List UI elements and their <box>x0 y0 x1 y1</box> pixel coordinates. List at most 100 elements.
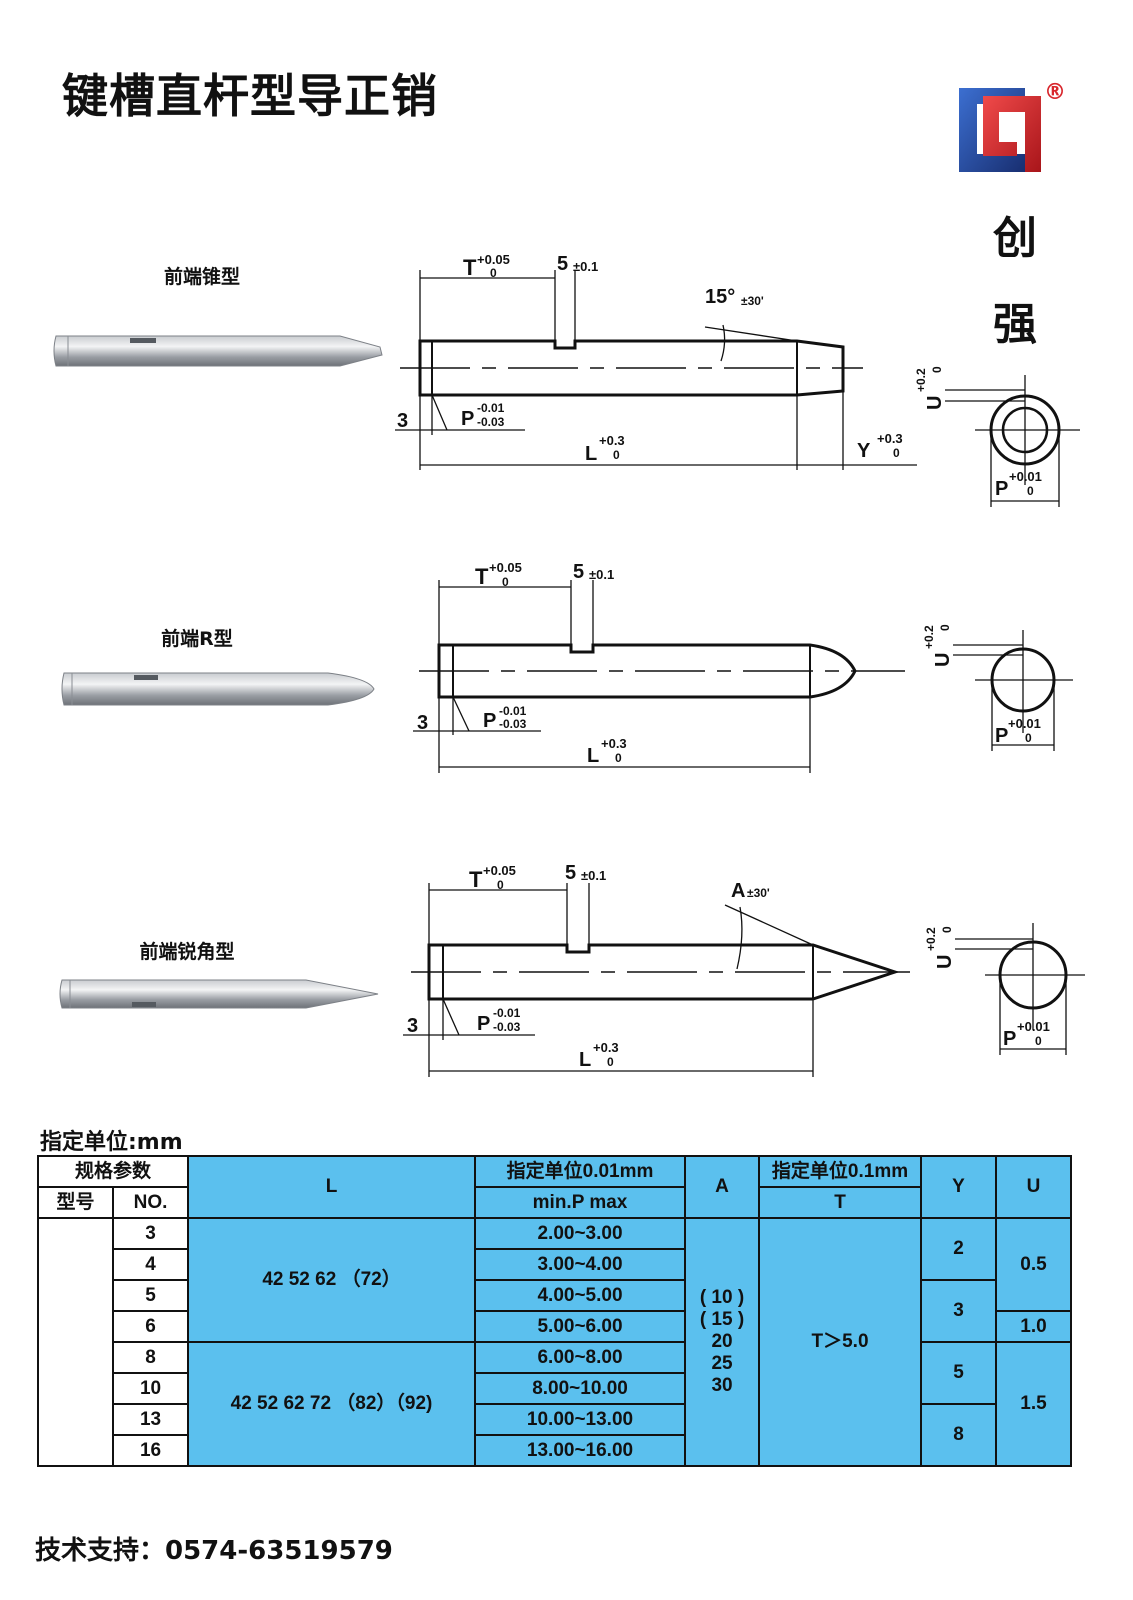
cell-Y: 8 <box>920 1403 998 1467</box>
variant-label-round: 前端R型 <box>161 628 233 650</box>
cell-P-range: 4.00~5.00 <box>474 1279 687 1312</box>
dim-T: T <box>469 867 483 892</box>
cell-A-value: ( 10 ) <box>699 1287 745 1309</box>
hdr-no: NO. <box>111 1186 190 1219</box>
dim-U-up: +0.2 <box>924 927 938 951</box>
dim-Pe-low: 0 <box>1027 484 1034 498</box>
drawing-round: T +0.05 0 5 ±0.1 3 P -0.01 -0.03 L +0.3 … <box>413 560 1073 773</box>
dim-P: P <box>477 1013 490 1035</box>
dim-U-up: +0.2 <box>914 368 928 392</box>
brand-logo <box>959 88 1041 172</box>
dim-slot-tol: ±0.1 <box>573 259 598 274</box>
dim-P-up: -0.01 <box>493 1006 521 1020</box>
cell-A-value: 20 <box>711 1331 733 1353</box>
dim-U: U <box>932 653 954 667</box>
pin-photo-round <box>61 672 375 706</box>
dim-L-low: 0 <box>607 1055 614 1069</box>
cell-L-group-2: 42 52 62 72 （82）（92) <box>187 1341 477 1467</box>
table-row: 4 3.00~4.00 <box>38 1248 1071 1281</box>
cell-Y: 2 <box>920 1217 998 1281</box>
dim-Pe: P <box>995 725 1008 747</box>
cell-A-value: 30 <box>711 1374 733 1396</box>
cell-P-range: 3.00~4.00 <box>474 1248 687 1281</box>
hdr-U: U <box>995 1155 1073 1219</box>
dim-Pe-up: +0.01 <box>1008 716 1041 731</box>
dim-T-low: 0 <box>490 266 497 280</box>
table-row: 5 4.00~5.00 3 <box>38 1279 1071 1343</box>
hdr-P: min.P max <box>474 1186 687 1219</box>
dim-T-low: 0 <box>497 878 504 892</box>
dim-P-up: -0.01 <box>477 401 505 415</box>
dim-Y-low: 0 <box>893 446 900 460</box>
cell-P-range: 13.00~16.00 <box>474 1434 687 1467</box>
dim-L: L <box>585 443 597 465</box>
dim-chamfer: 3 <box>397 410 408 432</box>
brand-char-2: 强 <box>993 299 1037 350</box>
page-title: 键槽直杆型导正销 <box>62 69 438 123</box>
cell-A-value: 25 <box>711 1352 733 1374</box>
dim-L: L <box>587 745 599 767</box>
hdr-T: T <box>758 1186 923 1219</box>
dim-U-low: 0 <box>940 926 954 933</box>
pin-photo-cone <box>53 335 383 367</box>
dim-chamfer: 3 <box>407 1015 418 1037</box>
dim-P: P <box>461 408 474 430</box>
dim-slot: 5 <box>557 253 568 275</box>
table-row: 3 42 52 62 （72） 2.00~3.00 ( 10 ) ( 15 ) … <box>37 1217 1073 1467</box>
hdr-L: L <box>187 1155 477 1219</box>
dim-Pe: P <box>1003 1028 1016 1050</box>
hdr-unit-001: 指定单位0.01mm <box>474 1155 687 1188</box>
table-row: 16 13.00~16.00 <box>38 1434 1071 1467</box>
dim-L-up: +0.3 <box>601 736 627 751</box>
cell-no: 5 <box>111 1279 190 1312</box>
dim-angle-tol: ±30' <box>747 886 770 900</box>
dim-angle-tol: ±30' <box>741 294 764 308</box>
table-header-row: 规格参数 L 指定单位0.01mm A 指定单位0.1mm Y U <box>36 1155 1073 1219</box>
cell-no: 6 <box>111 1310 190 1343</box>
hdr-unit-01: 指定单位0.1mm <box>758 1155 923 1188</box>
hdr-A: A <box>684 1155 761 1219</box>
dim-angle: A <box>731 880 745 902</box>
dim-P-low: -0.03 <box>499 717 527 731</box>
dim-Pe-up: +0.01 <box>1009 469 1042 484</box>
cell-Y: 3 <box>920 1279 998 1343</box>
dim-U: U <box>934 955 956 969</box>
registered-mark: ® <box>1044 80 1066 105</box>
dim-slot: 5 <box>565 862 576 884</box>
cell-L-group-1: 42 52 62 （72） <box>187 1217 477 1343</box>
table-row: 8 42 52 62 72 （82）（92) 6.00~8.00 5 1.5 <box>38 1341 1073 1467</box>
dim-T: T <box>475 564 489 589</box>
cell-no: 10 <box>111 1372 190 1405</box>
dim-T-low: 0 <box>502 575 509 589</box>
dim-U: U <box>924 396 946 410</box>
cell-T-value: T＞5.0 <box>758 1217 923 1467</box>
cell-no: 3 <box>111 1217 190 1250</box>
dim-slot: 5 <box>573 561 584 583</box>
dim-P-up: -0.01 <box>499 704 527 718</box>
brand-char-1: 创 <box>993 213 1037 264</box>
cell-U: 1.5 <box>995 1341 1073 1467</box>
variant-label-sharp: 前端锐角型 <box>139 941 235 963</box>
drawing-sharp: T +0.05 0 5 ±0.1 A ±30' 3 P -0.01 -0.03 … <box>403 862 1085 1077</box>
dim-slot-tol: ±0.1 <box>589 567 614 582</box>
dim-Pe-low: 0 <box>1035 1034 1042 1048</box>
dim-T: T <box>463 255 477 280</box>
dim-L-up: +0.3 <box>593 1040 619 1055</box>
drawing-cone: T +0.05 0 5 ±0.1 15° ±30' 3 P -0.01 -0.0… <box>395 252 1080 507</box>
table-header-row: 型号 NO. min.P max T <box>37 1186 1071 1219</box>
cell-P-range: 2.00~3.00 <box>474 1217 687 1250</box>
dim-L-up: +0.3 <box>599 433 625 448</box>
dim-slot-tol: ±0.1 <box>581 868 606 883</box>
dim-U-up: +0.2 <box>922 625 936 649</box>
dim-Pe-up: +0.01 <box>1017 1019 1050 1034</box>
dim-chamfer: 3 <box>417 712 428 734</box>
cell-U: 1.0 <box>995 1310 1073 1343</box>
variant-label-cone: 前端锥型 <box>163 266 240 288</box>
pin-photo-sharp <box>59 979 379 1009</box>
dim-L-low: 0 <box>615 751 622 765</box>
cell-no: 4 <box>111 1248 190 1281</box>
cell-no: 13 <box>111 1403 190 1436</box>
dim-T-up: +0.05 <box>483 863 516 878</box>
cell-Y: 5 <box>920 1341 998 1405</box>
dim-L-low: 0 <box>613 448 620 462</box>
